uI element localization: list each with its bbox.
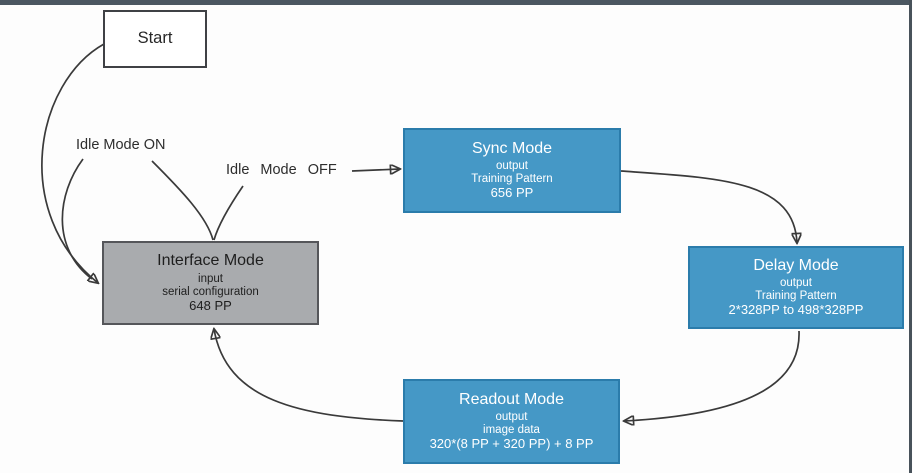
node-readout-sub2: image data	[483, 424, 540, 437]
node-readout-sub1: output	[495, 411, 528, 423]
page-top-border	[0, 0, 911, 5]
edge-delay-to-readout	[624, 330, 800, 421]
node-delay-mode: Delay Mode output Training Pattern 2*328…	[688, 246, 904, 329]
node-sync-sub1: output	[496, 160, 528, 172]
node-start: Start	[103, 10, 207, 68]
node-delay-title: Delay Mode	[753, 256, 839, 274]
node-sync-sub2: Training Pattern	[471, 173, 553, 186]
node-delay-sub1: output	[780, 277, 812, 289]
edge-idle-on-left-curve	[61, 158, 93, 280]
page-right-border	[909, 0, 912, 473]
node-interface-sub1: input	[198, 272, 223, 285]
node-sync-sub3: 656 PP	[490, 185, 534, 201]
node-readout-title: Readout Mode	[459, 390, 564, 408]
edge-sync-to-delay	[620, 170, 797, 243]
node-delay-sub2: Training Pattern	[755, 290, 837, 303]
edge-label-idle-mode-on: Idle Mode ON	[76, 137, 166, 153]
node-interface-sub2: serial configuration	[162, 285, 259, 298]
node-sync-mode: Sync Mode output Training Pattern 656 PP	[403, 128, 621, 213]
node-interface-mode: Interface Mode input serial configuratio…	[102, 241, 319, 325]
edge-label-idle-mode-off: Idle Mode OFF	[226, 162, 337, 178]
edge-readout-to-interface	[214, 329, 404, 422]
node-start-title: Start	[137, 28, 173, 47]
node-interface-title: Interface Mode	[157, 252, 264, 270]
node-interface-sub3: 648 PP	[189, 297, 232, 313]
edge-idle-off-curve	[213, 185, 244, 241]
node-readout-sub3: 320*(8 PP + 320 PP) + 8 PP	[429, 436, 594, 452]
edge-idle-off-to-sync	[351, 169, 400, 171]
edge-idle-on-right-curve	[151, 160, 214, 241]
node-readout-mode: Readout Mode output image data 320*(8 PP…	[403, 379, 620, 464]
node-delay-sub3: 2*328PP to 498*328PP	[728, 302, 864, 318]
node-sync-title: Sync Mode	[471, 139, 553, 157]
edge-start-to-interface	[41, 43, 105, 283]
